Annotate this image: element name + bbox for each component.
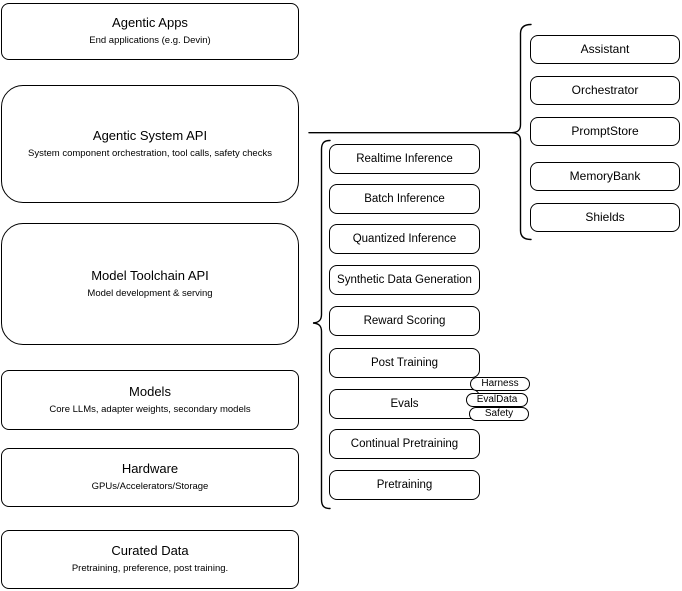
layer-subtitle: Model development & serving bbox=[87, 287, 213, 299]
toolchain-item-evals: Evals bbox=[329, 389, 480, 419]
toolchain-item-synthetic-data-generation: Synthetic Data Generation bbox=[329, 265, 480, 295]
component-assistant: Assistant bbox=[530, 35, 680, 64]
toolchain-item-quantized-inference: Quantized Inference bbox=[329, 224, 480, 254]
toolchain-brace bbox=[312, 139, 331, 510]
layer-subtitle: End applications (e.g. Devin) bbox=[89, 35, 211, 47]
toolchain-item-continual-pretraining: Continual Pretraining bbox=[329, 429, 480, 459]
layer-subtitle: Core LLMs, adapter weights, secondary mo… bbox=[49, 403, 251, 415]
toolchain-item-pretraining: Pretraining bbox=[329, 470, 480, 500]
component-promptstore: PromptStore bbox=[530, 117, 680, 146]
layer-title: Agentic System API bbox=[92, 127, 208, 143]
eval-pill-harness: Harness bbox=[470, 377, 530, 391]
layer-title: Hardware bbox=[121, 461, 179, 477]
toolchain-item-batch-inference: Batch Inference bbox=[329, 184, 480, 214]
layer-title: Model Toolchain API bbox=[91, 267, 209, 283]
component-memorybank: MemoryBank bbox=[530, 162, 680, 191]
layer-title: Agentic Apps bbox=[112, 15, 188, 31]
layer-title: Models bbox=[129, 383, 171, 399]
component-orchestrator: Orchestrator bbox=[530, 76, 680, 105]
toolchain-item-post-training: Post Training bbox=[329, 348, 480, 378]
layer-agentic-system-api: Agentic System API System component orch… bbox=[1, 85, 299, 203]
layer-subtitle: System component orchestration, tool cal… bbox=[28, 147, 272, 159]
components-brace bbox=[511, 23, 532, 241]
layer-model-toolchain-api: Model Toolchain API Model development & … bbox=[1, 223, 299, 345]
layer-curated-data: Curated Data Pretraining, preference, po… bbox=[1, 530, 299, 589]
layer-title: Curated Data bbox=[111, 543, 189, 559]
toolchain-item-reward-scoring: Reward Scoring bbox=[329, 306, 480, 336]
layer-hardware: Hardware GPUs/Accelerators/Storage bbox=[1, 448, 299, 507]
toolchain-item-realtime-inference: Realtime Inference bbox=[329, 144, 480, 174]
layer-subtitle: Pretraining, preference, post training. bbox=[71, 563, 229, 575]
layer-subtitle: GPUs/Accelerators/Storage bbox=[91, 481, 209, 493]
layer-models: Models Core LLMs, adapter weights, secon… bbox=[1, 370, 299, 430]
component-shields: Shields bbox=[530, 203, 680, 232]
eval-pill-safety: Safety bbox=[469, 407, 529, 421]
layer-agentic-apps: Agentic Apps End applications (e.g. Devi… bbox=[1, 3, 299, 60]
eval-pill-evaldata: EvalData bbox=[466, 393, 528, 407]
